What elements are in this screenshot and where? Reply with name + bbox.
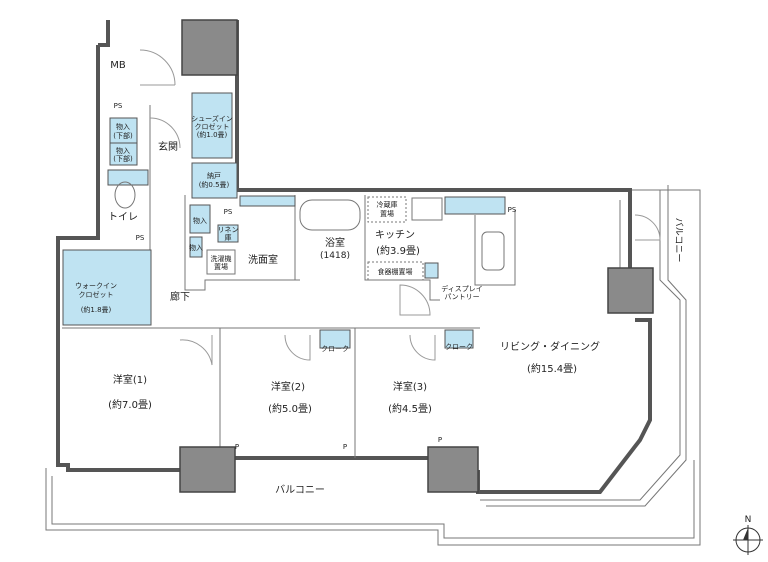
side-balcony-label: バルコニー <box>673 218 684 263</box>
p-label: P <box>438 436 442 444</box>
wic-label: クロゼット <box>79 290 114 299</box>
cloak-label: クローク <box>321 345 349 353</box>
ps-label: PS <box>224 208 233 216</box>
bath-size: (1418) <box>320 251 350 261</box>
closets <box>62 92 506 349</box>
storage-1 <box>189 204 211 234</box>
kitchen-counter <box>444 196 506 215</box>
shoes-closet-label: シューズイン <box>191 114 233 123</box>
cloak-label: クローク <box>445 343 473 351</box>
fridge-label: 冷蔵庫 <box>377 200 398 209</box>
washer-label: 置場 <box>214 262 228 271</box>
column <box>179 446 236 493</box>
door-swing <box>634 214 661 241</box>
door-swing <box>139 49 176 86</box>
washroom-label: 洗面室 <box>248 253 278 266</box>
fixtures <box>114 49 661 366</box>
cupboard-space <box>367 261 424 281</box>
column <box>181 19 238 76</box>
columns <box>179 19 654 493</box>
north-label: N <box>745 515 752 525</box>
entrance-label: 玄関 <box>158 140 178 153</box>
kitchen-label: キッチン <box>375 229 415 241</box>
washer-label: 洗濯機 <box>211 254 232 263</box>
sink-icon <box>481 231 505 271</box>
pantry-label: ディスプレイ <box>441 284 483 293</box>
door-swing <box>149 117 181 149</box>
mb-label: MB <box>110 60 126 71</box>
living-label: リビング・ダイニング <box>500 340 600 353</box>
wic-size: (約1.8畳) <box>81 305 112 314</box>
nando-label: 納戸 <box>207 171 221 180</box>
door-swing <box>179 335 213 366</box>
cloak-3 <box>444 329 474 349</box>
pantry-box <box>424 262 439 279</box>
fridge-space <box>367 196 407 223</box>
wash-counter <box>239 195 296 207</box>
column <box>427 446 479 493</box>
storage-label: 物入 <box>116 146 130 155</box>
walk-in-closet <box>62 249 152 326</box>
fridge-label: 置場 <box>380 209 394 218</box>
storage-label: 物入 <box>193 216 207 225</box>
room3-size: (約4.5畳) <box>388 402 432 415</box>
stove-icon <box>411 197 443 221</box>
kitchen-size: (約3.9畳) <box>376 244 420 257</box>
ps-label: PS <box>114 102 123 110</box>
column <box>607 267 654 314</box>
pantry-label: パントリー <box>444 293 479 301</box>
linen-closet <box>217 224 239 243</box>
toilet-icon <box>114 181 136 209</box>
storage-label: 物入 <box>189 243 203 252</box>
ps-label: PS <box>136 234 145 242</box>
storage-2 <box>189 236 203 258</box>
shoes-closet-label: クロゼット <box>195 122 230 131</box>
ps-label: PS <box>508 206 517 214</box>
linen-label: 庫 <box>225 233 232 242</box>
linen-label: リネン <box>218 226 239 234</box>
nando <box>191 162 238 199</box>
balcony-label: バルコニー <box>275 484 325 496</box>
washer-space <box>206 249 236 275</box>
p-label: P <box>343 443 347 451</box>
nando-size: (約0.5畳) <box>199 180 230 189</box>
cloak-2 <box>319 329 351 349</box>
living-size: (約15.4畳) <box>527 362 577 375</box>
shoes-in-closet <box>191 92 233 159</box>
wic-label: ウォークイン <box>75 282 117 290</box>
toilet-tank <box>107 169 149 186</box>
p-label: P <box>235 443 239 451</box>
hallway-label: 廊下 <box>170 290 190 303</box>
room1-label: 洋室(1) <box>113 373 147 386</box>
shoes-closet-size: (約1.0畳) <box>197 130 228 139</box>
north-compass-icon: N <box>733 515 763 555</box>
storage-sub-label: (下部) <box>113 131 133 140</box>
room-labels: MB PS 物入 (下部) 物入 (下部) 玄関 シューズイン クロゼット (約… <box>75 60 684 496</box>
door-swing <box>399 284 431 316</box>
storage-sub-label: (下部) <box>113 154 133 163</box>
bathtub <box>299 199 361 231</box>
storage-label: 物入 <box>116 122 130 131</box>
cupboard-label: 食器棚置場 <box>378 267 413 276</box>
room2-size: (約5.0畳) <box>268 402 312 415</box>
room2-label: 洋室(2) <box>271 380 305 393</box>
bath-label: 浴室 <box>325 236 345 249</box>
room1-size: (約7.0畳) <box>108 398 152 411</box>
door-swing <box>409 334 436 361</box>
storage-lower-2 <box>109 142 138 166</box>
room3-label: 洋室(3) <box>393 380 427 393</box>
balcony-outline <box>45 185 701 546</box>
toilet-label: トイレ <box>108 212 138 223</box>
door-swing <box>284 334 311 361</box>
